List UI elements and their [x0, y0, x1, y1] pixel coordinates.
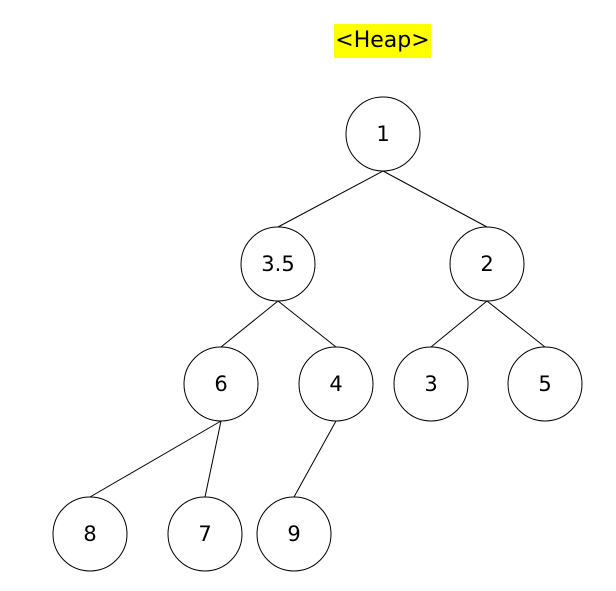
node-label: 9 [287, 522, 300, 546]
tree-node-n4: 4 [298, 346, 374, 422]
tree-node-n3: 3 [393, 346, 469, 422]
tree-node-n7: 7 [167, 496, 243, 572]
tree-node-n8: 8 [52, 496, 128, 572]
node-circle [345, 96, 421, 172]
tree-node-n9: 9 [256, 496, 332, 572]
node-label: 5 [538, 372, 551, 396]
edge-n2-n5 [486, 300, 546, 348]
tree-node-n5: 5 [507, 346, 583, 422]
edge-n4-n9 [293, 420, 337, 498]
node-label: 7 [198, 522, 211, 546]
tree-node-n2: 2 [449, 226, 525, 302]
edge-n1-n2 [382, 170, 488, 228]
node-label: 2 [480, 252, 493, 276]
tree-node-n1: 1 [345, 96, 421, 172]
node-label: 8 [83, 522, 96, 546]
node-circle [183, 346, 259, 422]
node-circle [507, 346, 583, 422]
node-label: 6 [214, 372, 227, 396]
edge-n6-n7 [204, 420, 222, 498]
node-circle [52, 496, 128, 572]
node-circle [449, 226, 525, 302]
node-label: 1 [376, 122, 389, 146]
nodes-layer: 1 3.5 2 6 4 3 5 8 7 9 [52, 96, 583, 572]
tree-node-n35: 3.5 [240, 226, 316, 302]
node-circle [167, 496, 243, 572]
heap-title: <Heap> [334, 24, 431, 58]
node-circle [298, 346, 374, 422]
node-label: 3 [424, 372, 437, 396]
edge-n35-n6 [220, 300, 279, 348]
edge-n6-n8 [89, 420, 222, 498]
node-circle [240, 226, 316, 302]
edge-n2-n3 [430, 300, 488, 348]
node-label: 3.5 [261, 252, 294, 276]
node-label: 4 [329, 372, 342, 396]
node-circle [256, 496, 332, 572]
edge-n1-n35 [277, 170, 384, 228]
tree-node-n6: 6 [183, 346, 259, 422]
node-circle [393, 346, 469, 422]
edges-layer [89, 170, 546, 498]
edge-n35-n4 [277, 300, 337, 348]
